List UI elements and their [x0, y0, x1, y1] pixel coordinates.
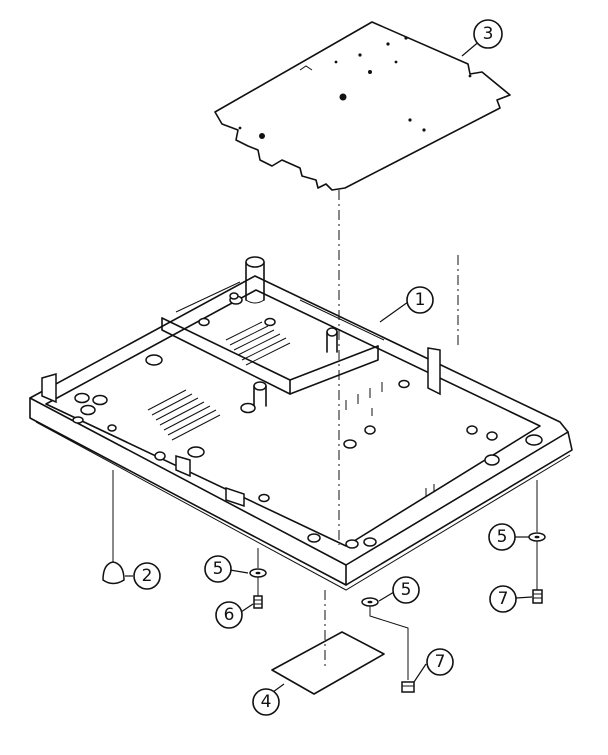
- label-sheet-part-4: [271, 631, 385, 695]
- callout-label: 5: [401, 580, 412, 600]
- rubber-foot-part-2: [102, 470, 125, 585]
- callout-5c: 5: [488, 523, 516, 551]
- callout-5a: 5: [204, 555, 232, 583]
- callout-4: 4: [252, 688, 280, 716]
- callout-label: 1: [415, 290, 426, 310]
- callout-2: 2: [133, 562, 161, 590]
- callout-7b: 7: [426, 648, 454, 676]
- board-hole: [259, 133, 265, 139]
- callout-3: 3: [473, 19, 503, 49]
- screw-part-7: [401, 681, 415, 693]
- callout-label: 6: [224, 605, 235, 625]
- vent-grille: [147, 321, 291, 441]
- washer-part-5: [361, 597, 409, 680]
- screw-part-6: [253, 577, 263, 609]
- leader-lines: [125, 33, 533, 701]
- callout-label: 5: [497, 527, 508, 547]
- washer-part-5: [249, 548, 267, 578]
- washer-part-5: [528, 480, 546, 542]
- callout-label: 3: [483, 24, 494, 44]
- screw-part-7: [532, 541, 543, 604]
- callout-5b: 5: [392, 576, 420, 604]
- mounting-posts: [72, 256, 543, 549]
- board-hole: [339, 93, 347, 101]
- callout-1: 1: [406, 286, 434, 314]
- retaining-clips: [41, 347, 441, 508]
- base-housing-part-1: [29, 256, 573, 591]
- callout-7a: 7: [489, 585, 517, 613]
- callout-label: 7: [435, 652, 446, 672]
- callout-label: 4: [261, 692, 272, 712]
- callout-label: 2: [142, 566, 153, 586]
- callout-label: 7: [498, 589, 509, 609]
- callout-6: 6: [215, 601, 243, 629]
- circuit-board-part-3: [214, 21, 511, 191]
- callout-label: 5: [213, 559, 224, 579]
